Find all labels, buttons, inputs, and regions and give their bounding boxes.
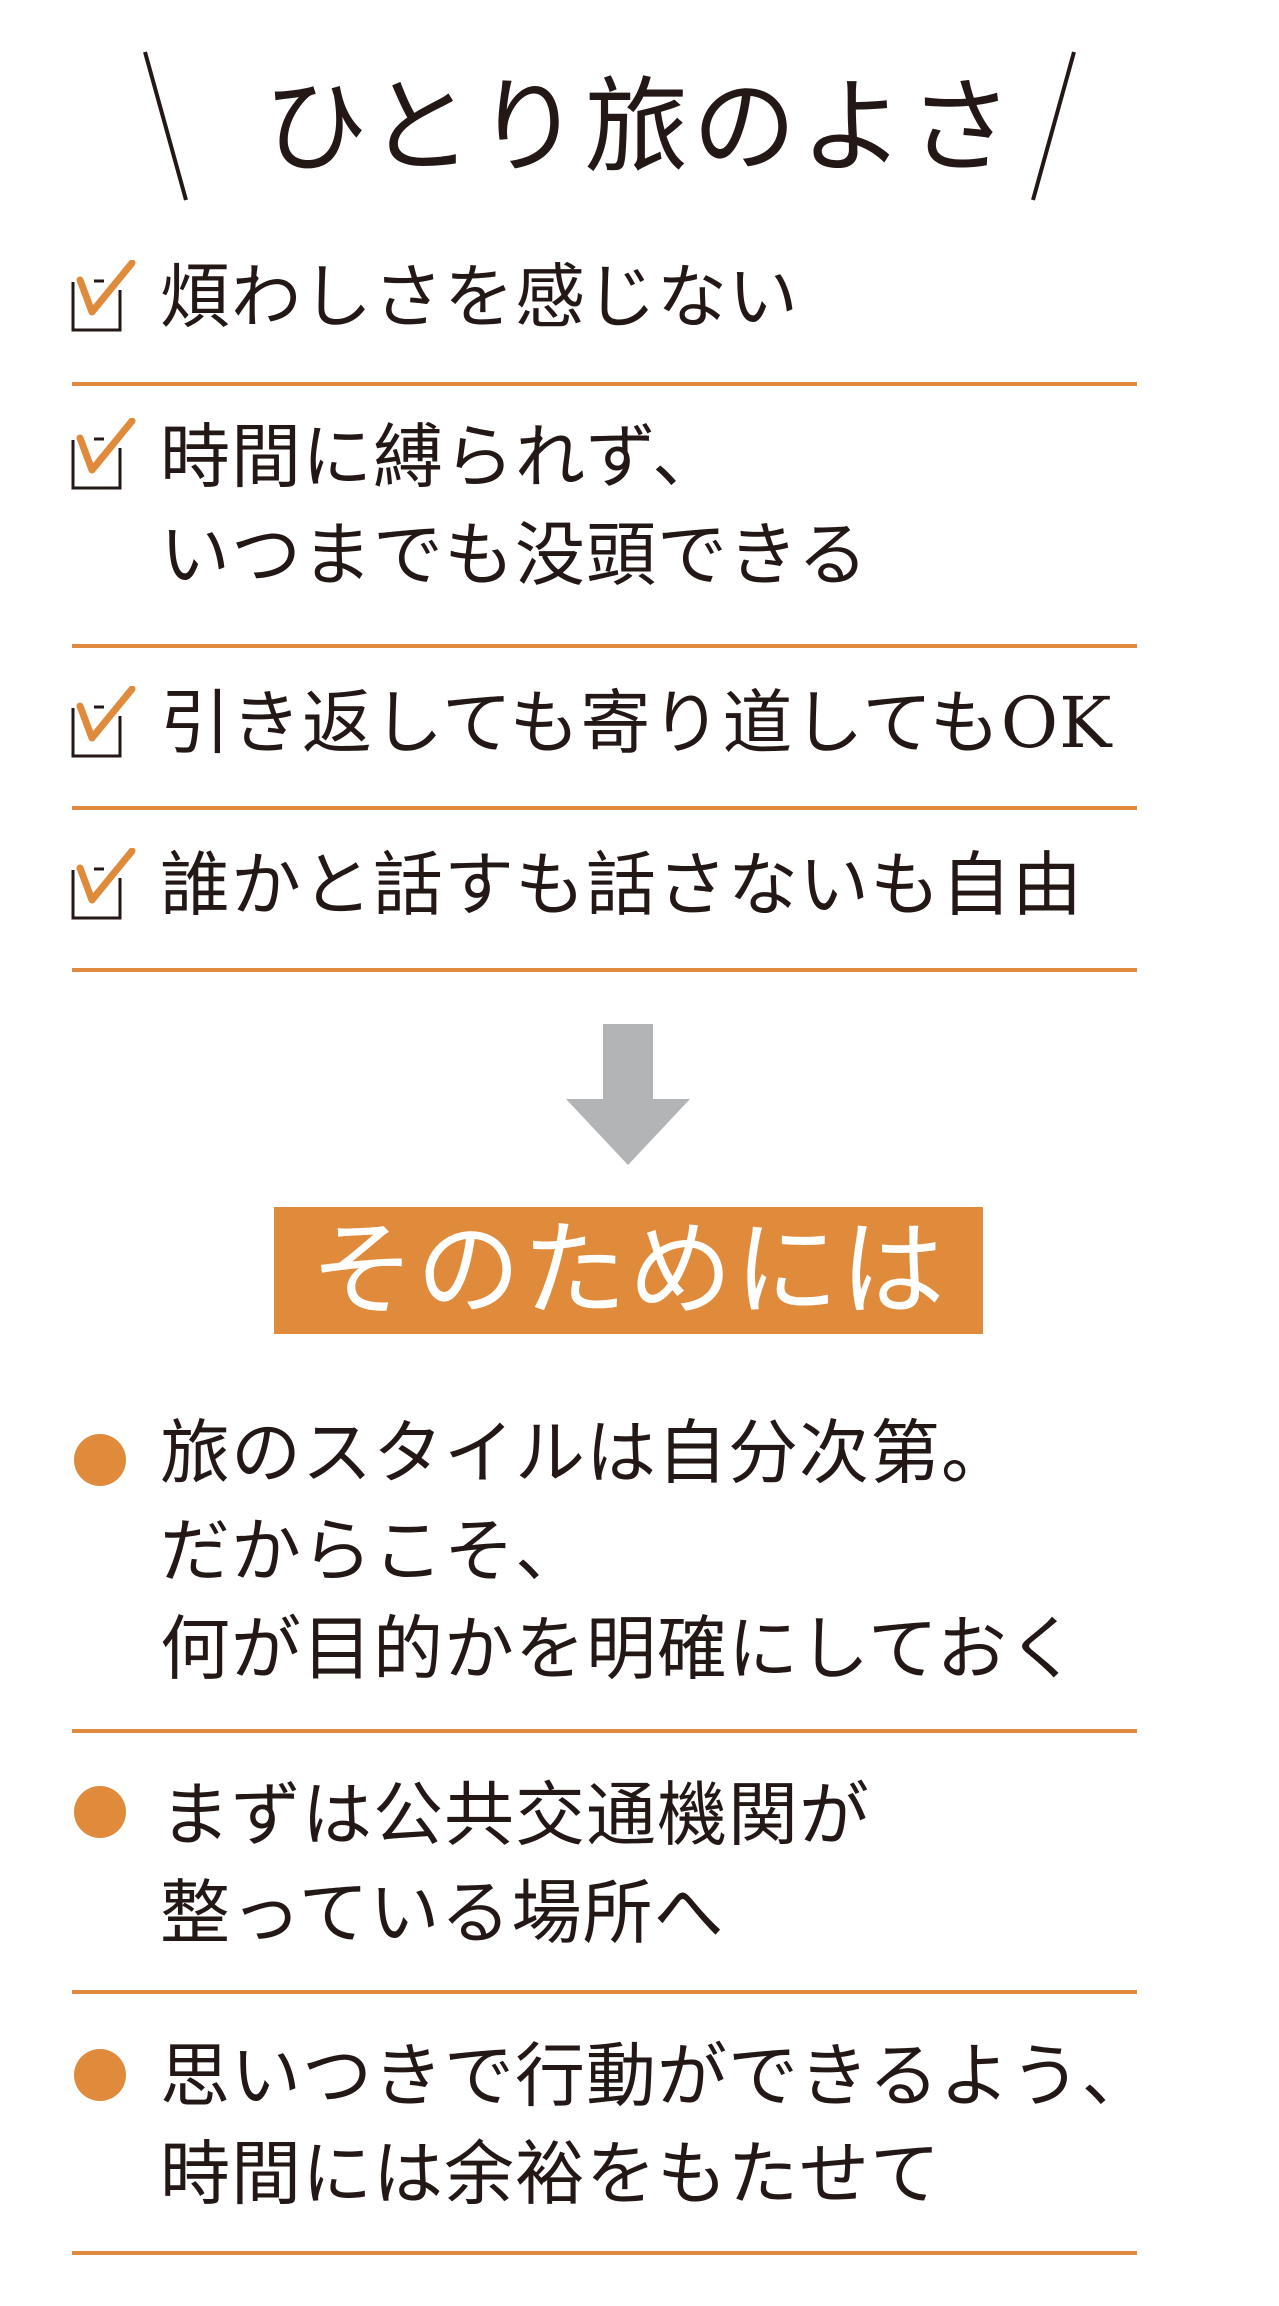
divider	[72, 382, 1137, 386]
left-slash-decoration	[143, 51, 188, 201]
benefit-text: 引き返しても寄り道してもOK	[160, 674, 1112, 772]
page-title: ひとり旅のよさ	[263, 66, 1017, 188]
tip-line: 旅のスタイルは自分次第。	[160, 1412, 1012, 1494]
tip-line: 何が目的かを明確にしておく	[160, 1608, 1079, 1690]
divider	[72, 1990, 1137, 1994]
bullet-dot-icon	[74, 1786, 126, 1838]
checkbox-checked-icon	[71, 418, 136, 490]
checkbox-checked-icon	[71, 848, 136, 920]
section-banner: そのためには	[274, 1207, 983, 1334]
divider	[72, 806, 1137, 810]
tip-line: 思いつきで行動ができるよう、	[160, 2035, 1153, 2117]
benefit-line: いつまでも没頭できる	[160, 514, 869, 596]
benefit-line: 煩わしさを感じない	[160, 256, 799, 338]
benefit-text: 煩わしさを感じない	[160, 248, 799, 346]
tip-line: 時間には余裕をもたせて	[160, 2133, 941, 2215]
tip-line: だからこそ、	[160, 1510, 586, 1592]
divider	[72, 968, 1137, 972]
benefit-line: 時間に縛られず、	[160, 416, 724, 498]
tip-text: 旅のスタイルは自分次第。 だからこそ、 何が目的かを明確にしておく	[160, 1404, 1079, 1698]
divider	[72, 1729, 1137, 1733]
bullet-dot-icon	[74, 1434, 126, 1486]
benefit-text: 誰かと話すも話さないも自由	[160, 836, 1083, 934]
benefit-line: 誰かと話すも話さないも自由	[160, 844, 1083, 926]
tip-line: まずは公共交通機関が	[160, 1774, 870, 1856]
right-slash-decoration	[1031, 51, 1076, 201]
benefit-text: 時間に縛られず、 いつまでも没頭できる	[160, 408, 869, 604]
divider	[72, 2251, 1137, 2255]
tip-line: 整っている場所へ	[160, 1872, 725, 1954]
benefit-line: 引き返しても寄り道してもOK	[160, 682, 1113, 764]
checkbox-checked-icon	[71, 260, 136, 332]
bullet-dot-icon	[74, 2049, 126, 2101]
tip-text: 思いつきで行動ができるよう、 時間には余裕をもたせて	[160, 2027, 1153, 2223]
tip-text: まずは公共交通機関が 整っている場所へ	[160, 1766, 870, 1962]
arrow-down-icon	[566, 1024, 690, 1165]
divider	[72, 644, 1137, 648]
checkbox-checked-icon	[71, 686, 136, 758]
